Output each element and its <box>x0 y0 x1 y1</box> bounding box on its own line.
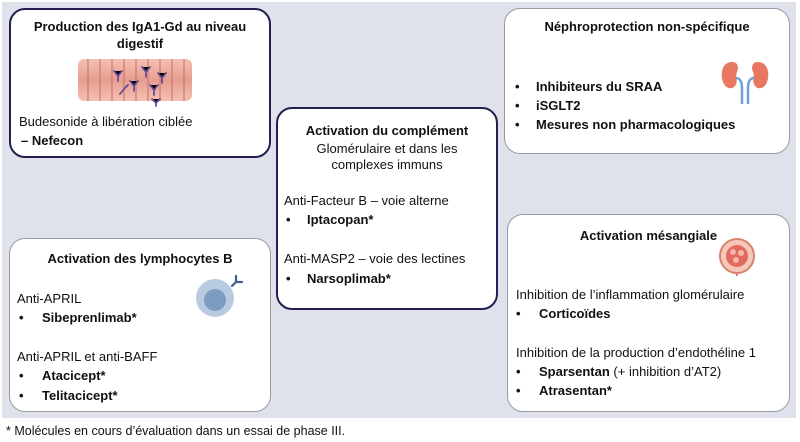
atrasentan-label: Atrasentan* <box>539 383 612 398</box>
bcell-bullet-1: • <box>19 310 24 325</box>
anti-factor-b-label: Anti-Facteur B – voie alterne <box>284 193 449 208</box>
complement-subtitle-line1: Glomérulaire et dans les <box>316 141 458 156</box>
complement-subtitle-line2: complexes immuns <box>331 157 443 172</box>
corticoids-label: Corticoïdes <box>539 306 611 321</box>
endothelin-production-label: Inhibition de la production d’endothélin… <box>516 345 756 360</box>
digestive-box-title-line2: digestif <box>116 36 164 51</box>
mesangial-bullet-3: • <box>516 383 521 398</box>
b-cell-icon <box>196 274 244 317</box>
nephro-bullet-2: • <box>515 98 520 113</box>
sparsentan-label: Sparsentan <box>539 364 610 379</box>
nephro-bullet-3: • <box>515 117 520 132</box>
footnote: * Molécules en cours d’évaluation dans u… <box>6 424 346 438</box>
anti-april-baff-label: Anti-APRIL et anti-BAFF <box>17 349 158 364</box>
bcell-bullet-3: • <box>19 388 24 403</box>
mesangial-title: Activation mésangiale <box>579 228 718 243</box>
nephro-item-non-pharma: Mesures non pharmacologiques <box>536 117 736 132</box>
mesangial-bullet-2: • <box>516 364 521 379</box>
complement-activation-box <box>276 107 498 310</box>
anti-april-label: Anti-APRIL <box>17 291 82 306</box>
sparsentan-line: Sparsentan (+ inhibition d’AT2) <box>539 364 721 380</box>
b-cell-title: Activation des lymphocytes B <box>47 251 233 266</box>
sparsentan-note: (+ inhibition d’AT2) <box>609 364 722 379</box>
intestine-icon <box>78 59 192 107</box>
atacicept-label: Atacicept* <box>42 368 106 383</box>
anti-masp2-label: Anti-MASP2 – voie des lectines <box>284 251 466 266</box>
nephroprotection-box <box>504 8 790 154</box>
sibeprenlimab-label: Sibeprenlimab* <box>42 310 137 325</box>
kidneys-icon <box>721 62 769 104</box>
digestive-box-title-line1: Production des IgA1-Gd au niveau <box>33 19 247 34</box>
iptacopan-label: Iptacopan* <box>307 212 374 227</box>
complement-bullet-1: • <box>286 212 291 227</box>
b-cell-activation-box <box>9 238 271 412</box>
mesangial-bullet-1: • <box>516 306 521 321</box>
nephro-bullet-1: • <box>515 79 520 94</box>
narsoplimab-label: Narsoplimab* <box>307 271 391 286</box>
glomerular-inflammation-label: Inhibition de l’inflammation glomérulair… <box>516 287 745 302</box>
nephro-item-isglt2: iSGLT2 <box>536 98 581 113</box>
budesonide-label: Budesonide à libération ciblée <box>19 114 193 129</box>
telitacicept-label: Telitacicept* <box>42 388 118 403</box>
nephro-item-raas: Inhibiteurs du SRAA <box>536 79 663 94</box>
nefecon-label: – Nefecon <box>21 133 84 148</box>
nephroprotection-title: Néphroprotection non-spécifique <box>544 19 750 34</box>
complement-title: Activation du complément <box>305 123 469 138</box>
complement-bullet-2: • <box>286 271 291 286</box>
bcell-bullet-2: • <box>19 368 24 383</box>
glomerulus-icon <box>719 238 755 276</box>
